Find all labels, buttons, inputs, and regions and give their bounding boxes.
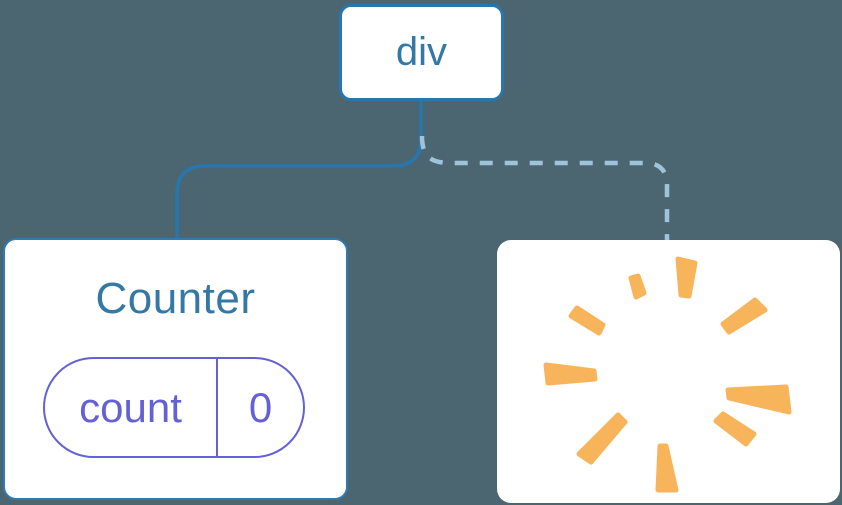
burst-ray (725, 384, 792, 415)
state-name-label: count (79, 383, 182, 431)
burst-ray (568, 305, 606, 336)
link-dashed-to-removed (419, 135, 670, 240)
burst-ray (655, 443, 679, 493)
starburst-icon (543, 256, 792, 493)
burst-ray (713, 411, 757, 447)
state-value-cell: 0 (218, 359, 303, 456)
burst-ray (628, 273, 647, 300)
burst-ray (576, 412, 628, 465)
node-div: div (339, 4, 504, 101)
state-pill: count 0 (43, 357, 305, 458)
state-name-cell: count (45, 359, 218, 456)
burst-ray (675, 256, 698, 299)
node-counter: Counter count 0 (3, 238, 348, 500)
burst-ray (543, 362, 598, 386)
node-removed (497, 240, 840, 503)
node-div-label: div (395, 30, 448, 74)
state-value-label: 0 (248, 383, 273, 431)
burst-ray (720, 297, 768, 335)
link-solid-to-counter (175, 101, 423, 238)
counter-title: Counter (95, 274, 256, 323)
